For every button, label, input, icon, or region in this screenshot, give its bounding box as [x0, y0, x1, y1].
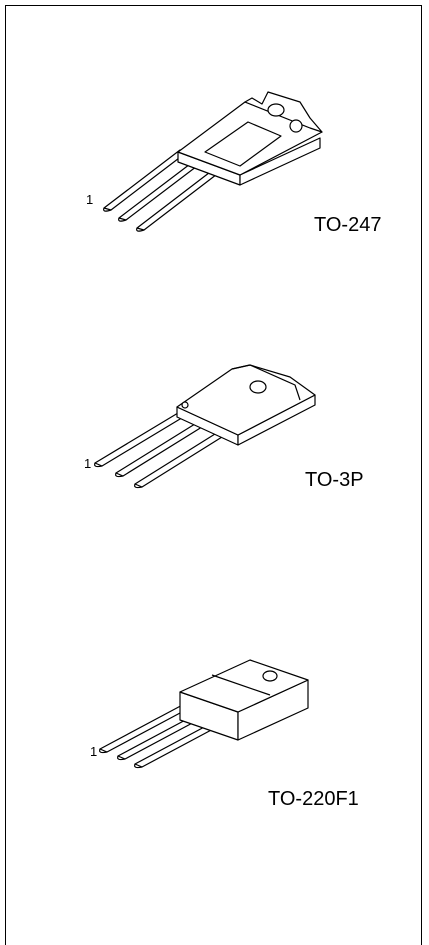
- to247-pin1-label: 1: [86, 192, 94, 207]
- border-frame: [5, 5, 422, 945]
- package-to3p: 1 TO-3P: [0, 355, 429, 555]
- to3p-drawing: [94, 364, 316, 489]
- package-to247: 1 TO-247: [0, 80, 429, 280]
- to247-label: TO-247: [314, 214, 382, 236]
- to220f1-label: TO-220F1: [268, 788, 359, 810]
- to220f1-drawing: [99, 659, 309, 769]
- to220f1-pin1-label: 1: [90, 744, 98, 759]
- to3p-label: TO-3P: [305, 469, 364, 491]
- package-to220f1: 1 TO-220F1: [0, 640, 429, 840]
- to247-drawing: [103, 91, 323, 232]
- to3p-pin1-label: 1: [84, 456, 92, 471]
